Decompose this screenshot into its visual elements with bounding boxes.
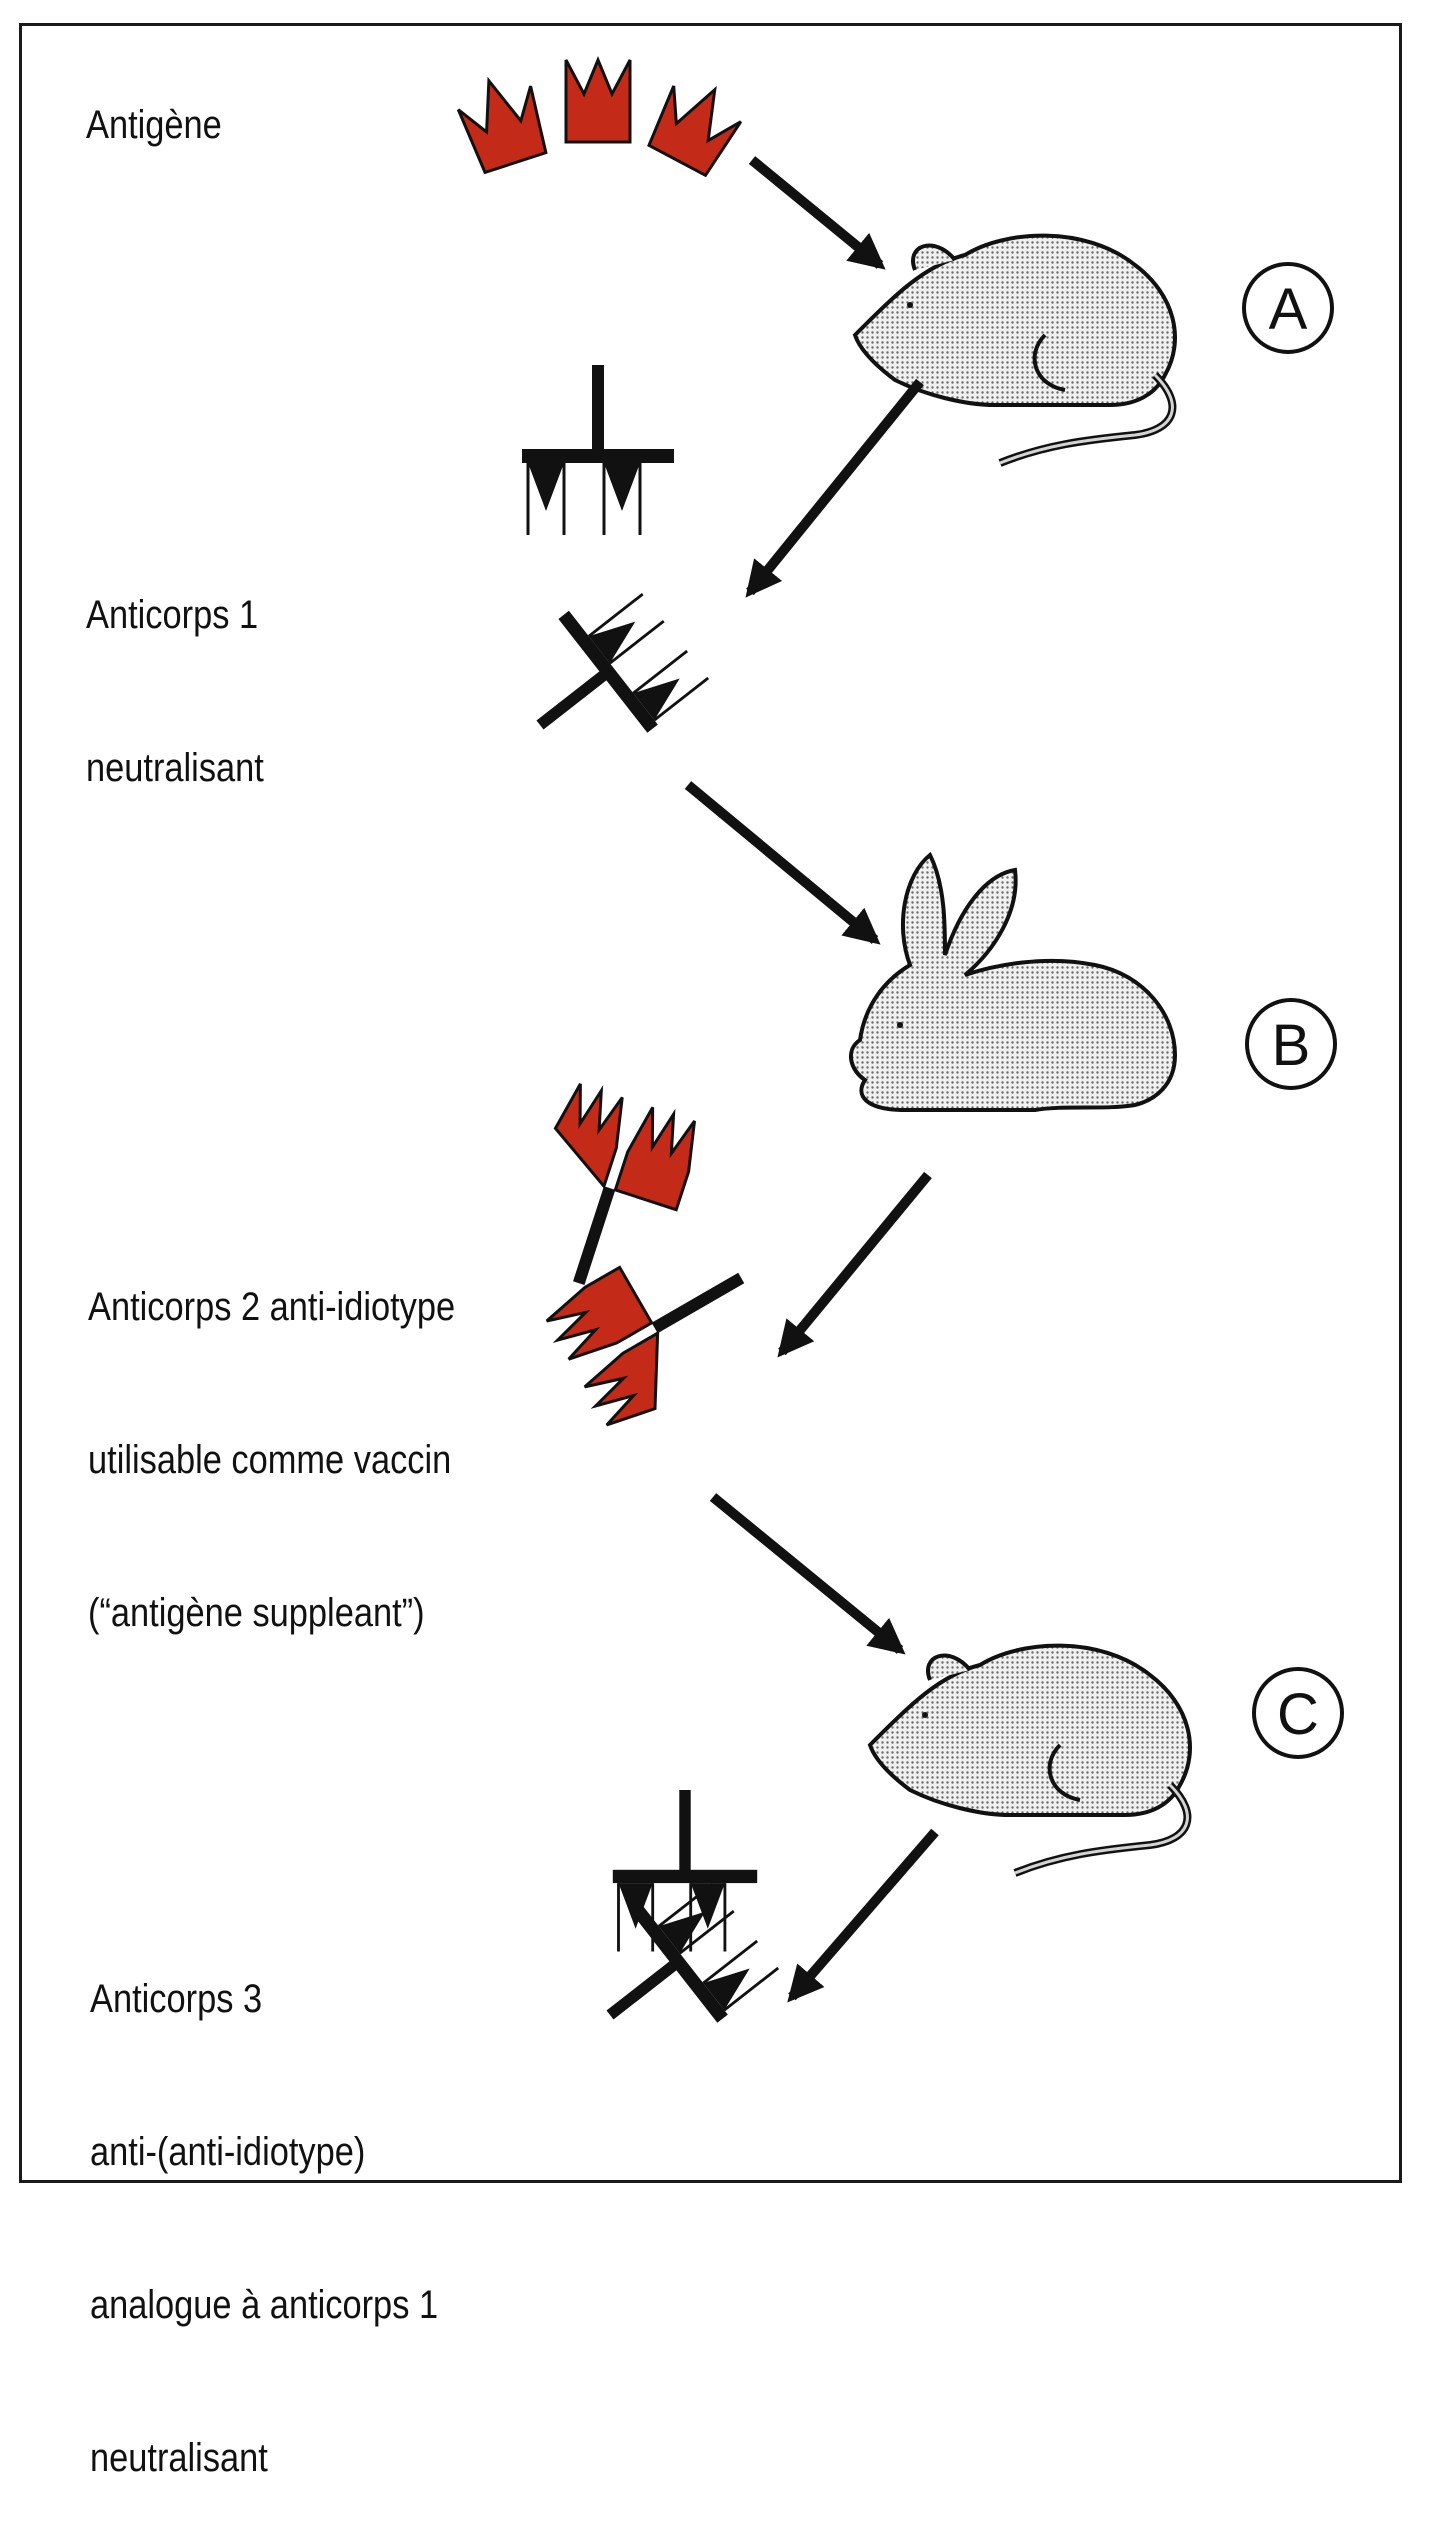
- mouse-icon: [852, 233, 1177, 467]
- antibody-3-label: Anticorps 3 anti-(anti-idiotype) analogu…: [90, 1872, 438, 2535]
- antibody-2-group: [510, 1079, 778, 1436]
- label-line: (“antigène suppleant”): [88, 1591, 425, 1635]
- antibody-3-shape-rotated: [564, 1857, 784, 2074]
- arrow: [787, 1828, 939, 2003]
- label-line: Anticorps 2 anti-idiotype: [88, 1285, 456, 1329]
- antigen-shape: [647, 85, 743, 178]
- arrow: [709, 1493, 906, 1655]
- label-line: analogue à anticorps 1: [90, 2283, 439, 2327]
- diagram-canvas: A B C: [456, 56, 1344, 2074]
- svg-text:A: A: [1269, 277, 1308, 342]
- antigen-shape: [564, 56, 632, 144]
- rabbit-icon: [849, 851, 1178, 1112]
- antigen-group: [456, 56, 743, 178]
- antibody-1-label: Anticorps 1 neutralisant: [86, 488, 264, 845]
- mouse-icon: [867, 1643, 1192, 1877]
- arrow: [745, 378, 924, 598]
- svg-text:B: B: [1272, 1013, 1311, 1078]
- antibody-2-label: Anticorps 2 anti-idiotype utilisable com…: [88, 1180, 455, 1690]
- antibody-1-group: [494, 363, 714, 784]
- step-b-badge: B: [1245, 998, 1337, 1090]
- flow-arrows: [684, 156, 939, 2003]
- label-line: anti-(anti-idiotype): [90, 2130, 366, 2174]
- step-c-badge: C: [1252, 1667, 1344, 1759]
- label-line: neutralisant: [90, 2436, 268, 2480]
- antibody-1-shape-rotated: [494, 567, 714, 784]
- step-a-badge: A: [1242, 262, 1334, 354]
- arrow: [684, 781, 881, 945]
- antibody-2-shape-rotated: [540, 1215, 778, 1436]
- antigen-label: Antigène: [86, 103, 222, 147]
- label-line: utilisable comme vaccin: [88, 1438, 452, 1482]
- antibody-1-shape: [520, 363, 676, 537]
- diagram-frame: [19, 23, 1402, 2183]
- arrow: [748, 156, 886, 270]
- label-line: Anticorps 3: [90, 1977, 263, 2021]
- svg-text:C: C: [1277, 1682, 1319, 1747]
- label-line: Anticorps 1: [86, 593, 259, 637]
- antigen-shape: [456, 76, 548, 175]
- antibody-3-group: [564, 1788, 784, 2074]
- antibody-2-shape: [510, 1079, 706, 1307]
- arrow: [777, 1171, 932, 1358]
- label-line: neutralisant: [86, 746, 264, 790]
